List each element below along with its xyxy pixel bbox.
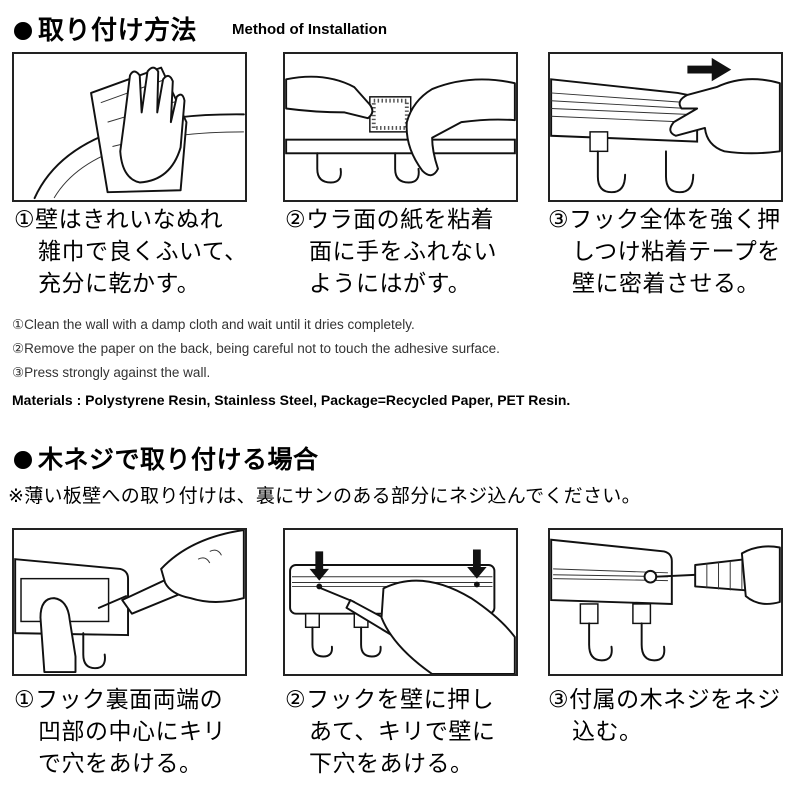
section2-title: 木ネジで取り付ける場合 bbox=[14, 440, 319, 476]
bullet-icon bbox=[14, 451, 32, 469]
illustration-awl-hole bbox=[283, 528, 518, 676]
awl-pilot-hole-icon bbox=[289, 549, 516, 674]
section1-step-2: ②ウラ面の紙を粘着 面に手をふれない ようにはがす。 bbox=[285, 207, 497, 297]
section2-step-2: ②フックを壁に押し あて、キリで壁に 下穴をあける。 bbox=[285, 687, 496, 777]
english-step-1: ①Clean the wall with a damp cloth and wa… bbox=[12, 317, 415, 332]
wipe-wall-cloth-icon bbox=[33, 66, 245, 200]
illustration-screwdriver bbox=[548, 528, 783, 676]
section2-note: ※薄い板壁への取り付けは、裏にサンのある部分にネジ込んでください。 bbox=[8, 485, 641, 507]
peel-backing-paper-icon bbox=[285, 75, 516, 184]
illustration-peel-paper bbox=[283, 52, 518, 202]
section2-step-1: ①フック裏面両端の 凹部の中心にキリ で穴をあける。 bbox=[14, 687, 226, 777]
press-hook-to-wall-icon bbox=[550, 57, 781, 194]
section1-step-1: ①壁はきれいなぬれ 雑巾で良くふいて、 充分に乾かす。 bbox=[14, 207, 248, 297]
screwdriver-icon bbox=[550, 538, 781, 662]
section1-title-en: Method of Installation bbox=[232, 21, 387, 38]
bullet-icon bbox=[14, 22, 32, 40]
illustration-press-hook bbox=[548, 52, 783, 202]
drill-hook-hole-icon bbox=[14, 530, 245, 674]
illustration-drill-hook bbox=[12, 528, 247, 676]
section1-title: 取り付け方法 bbox=[14, 10, 197, 47]
illustration-wipe-wall bbox=[12, 52, 247, 202]
section2-step-3: ③付属の木ネジをネジ 込む。 bbox=[548, 687, 781, 745]
english-step-3: ③Press strongly against the wall. bbox=[12, 365, 211, 380]
section1-step-3: ③フック全体を強く押 しつけ粘着テープを 壁に密着させる。 bbox=[548, 207, 781, 297]
materials-text: Materials : Polystyrene Resin, Stainless… bbox=[12, 392, 571, 408]
english-step-2: ②Remove the paper on the back, being car… bbox=[12, 341, 500, 356]
